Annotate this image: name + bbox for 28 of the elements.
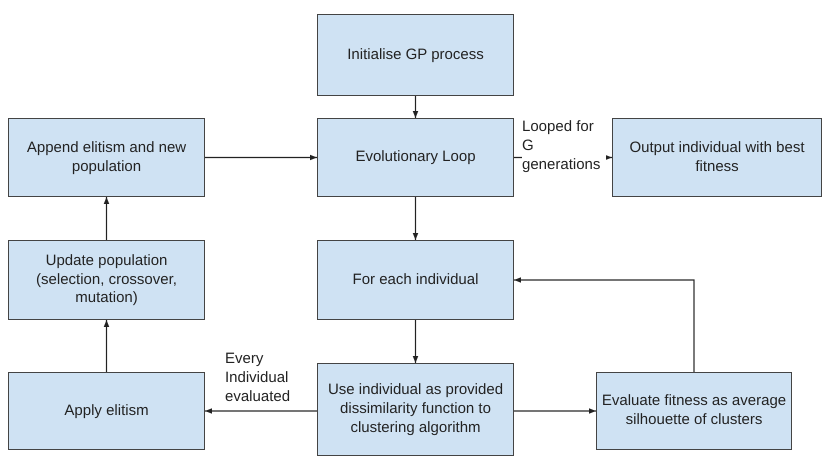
arrow [514, 277, 695, 372]
process-box [8, 372, 205, 450]
process-box [8, 118, 205, 197]
arrow [412, 96, 418, 118]
box-text: Update population (selection, crossover, mutation) [35, 252, 178, 308]
box-text: Evolutionary Loop [355, 148, 476, 167]
arrow [104, 197, 110, 240]
box-text: Apply elitism [64, 402, 149, 420]
process-box [596, 372, 792, 450]
process-box [317, 118, 514, 197]
box-text: Use individual as provided dissimilarity function to clustering algorithm [326, 381, 504, 438]
box-text: Output individual with best fitness [628, 138, 806, 176]
box-text: Append elitism and new population [26, 138, 188, 176]
arrow [514, 408, 596, 414]
edge-label: Looped for G generations [522, 118, 606, 174]
arrow [412, 197, 418, 240]
arrow [412, 320, 418, 363]
arrow [205, 408, 317, 414]
process-box [8, 240, 205, 320]
process-box [612, 118, 822, 197]
box-text: Evaluate fitness as average silhouette of clusters [601, 392, 787, 430]
box-text: Initialise GP process [347, 46, 484, 64]
arrow [104, 320, 110, 372]
process-box [317, 14, 514, 96]
arrow [205, 154, 317, 160]
process-box [317, 240, 514, 320]
process-box [317, 363, 514, 456]
box-text: For each individual [352, 270, 478, 290]
